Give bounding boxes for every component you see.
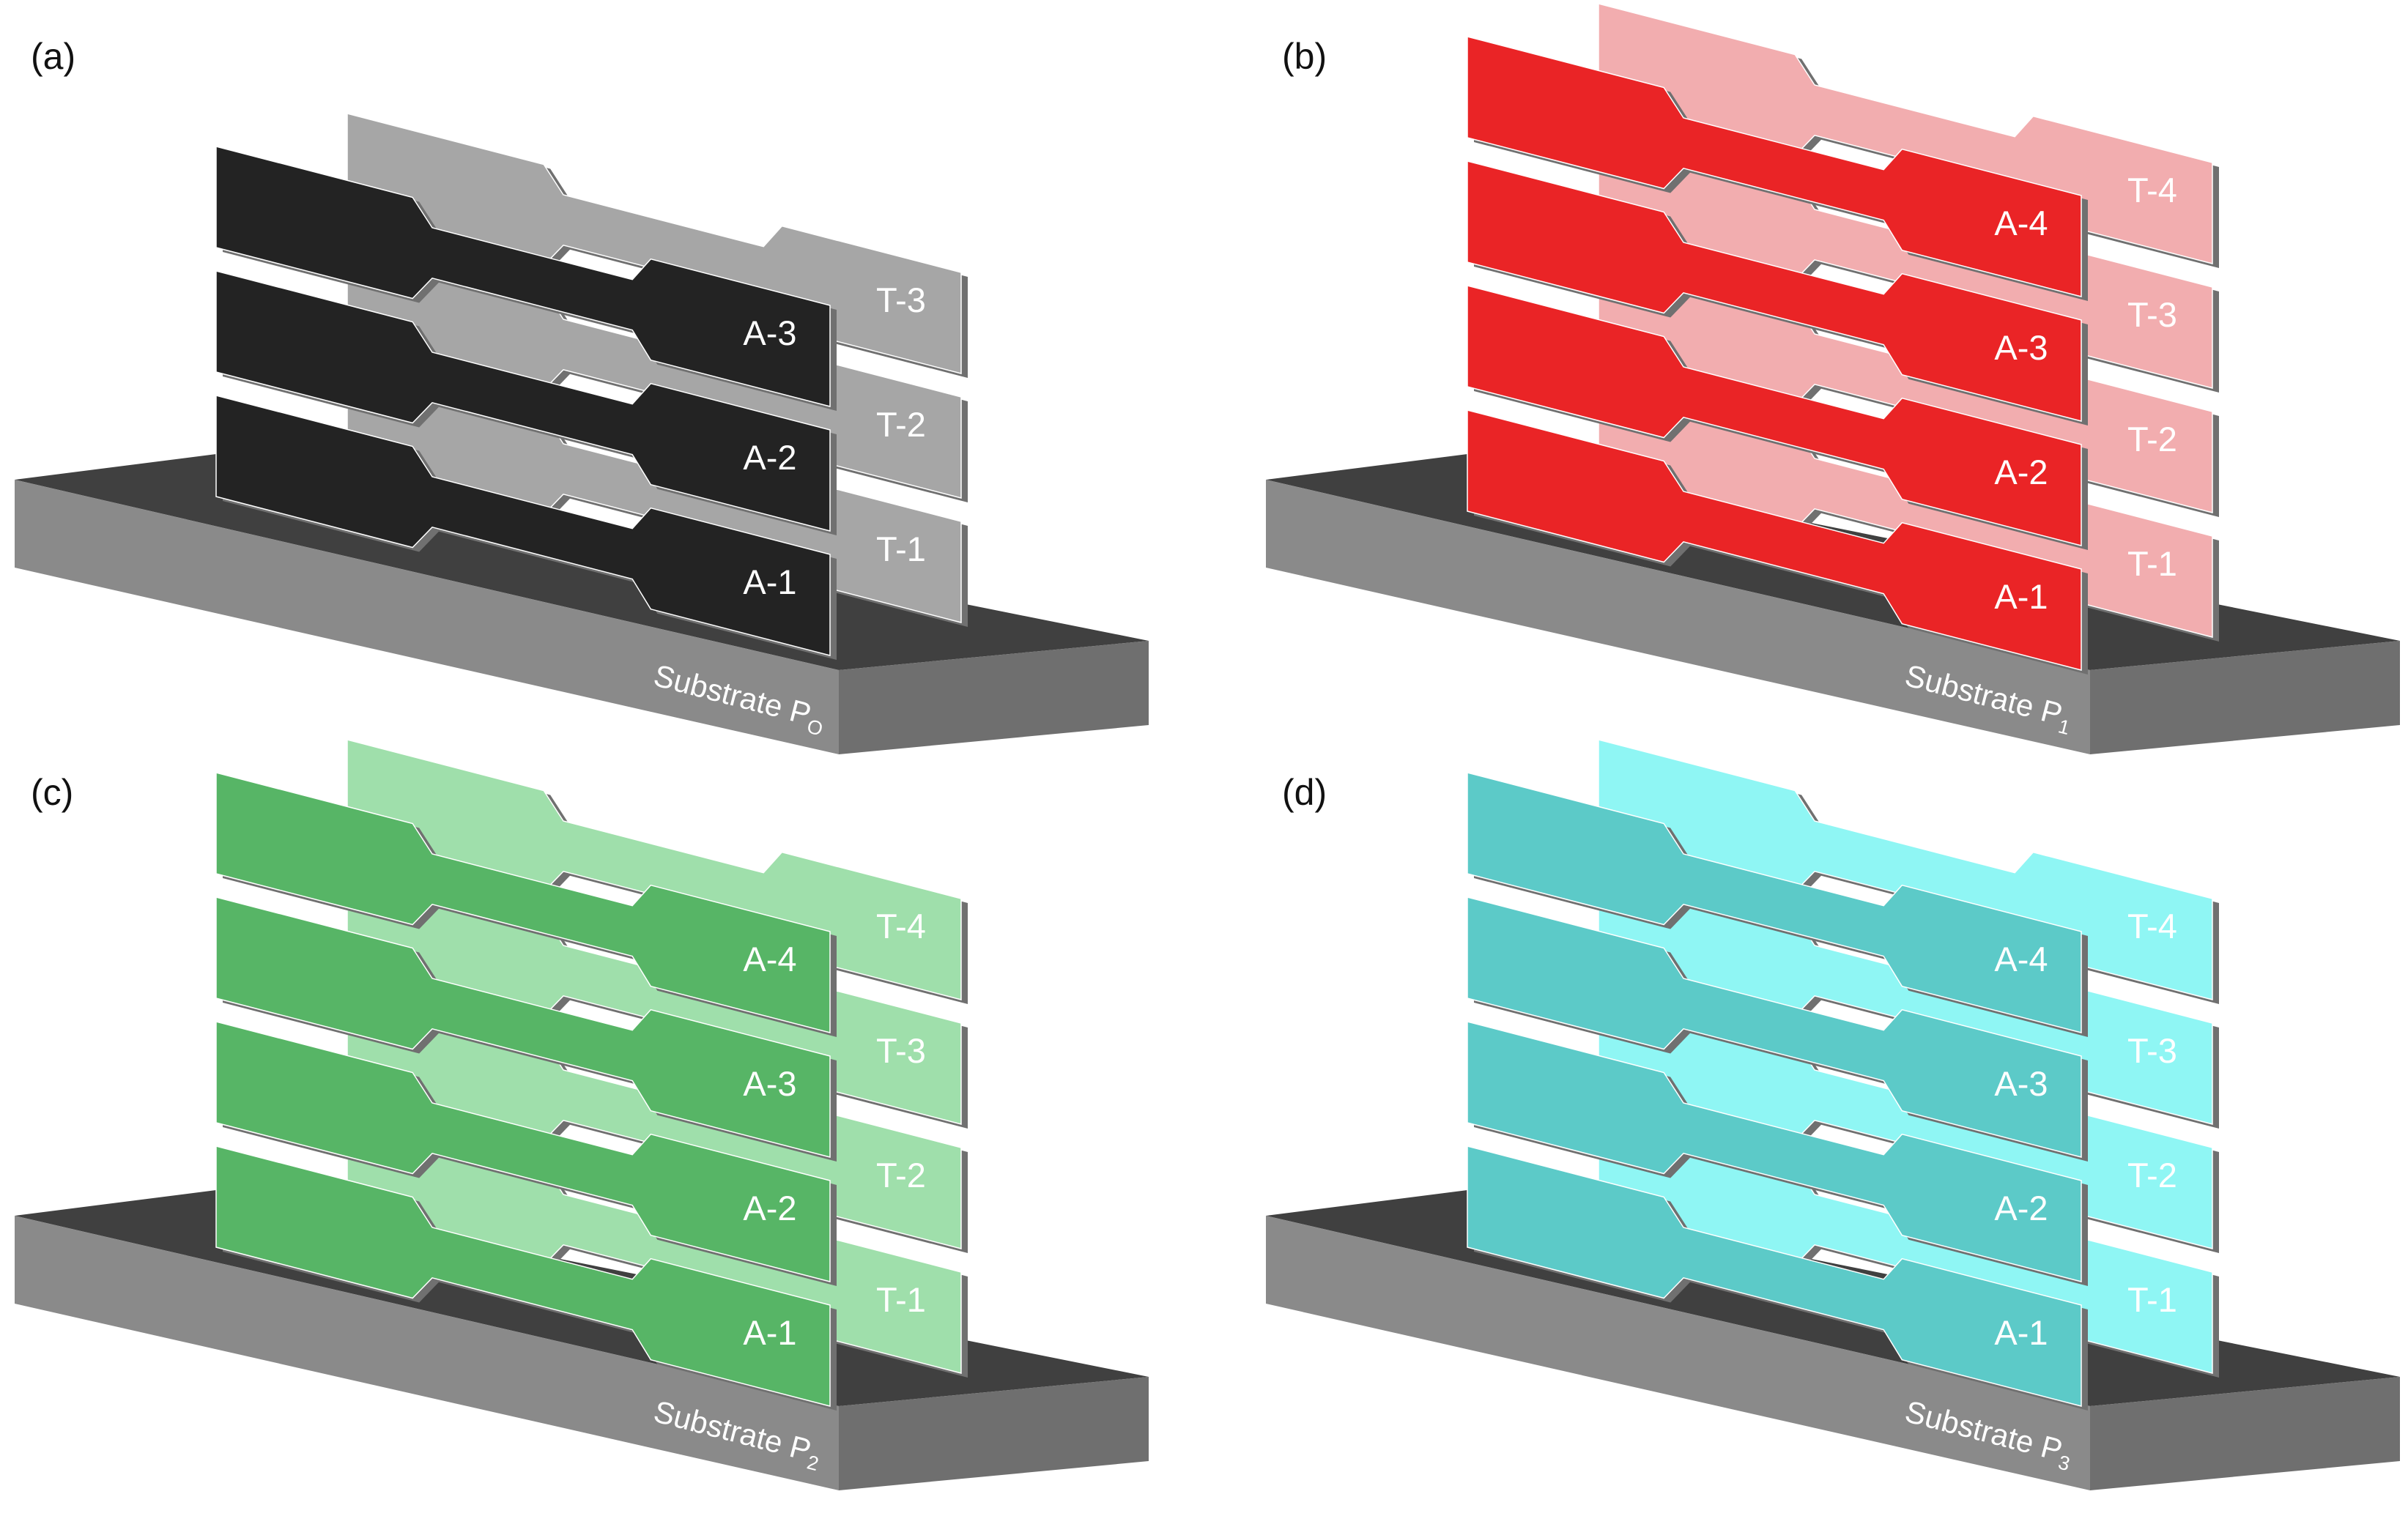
- specimen-face: [215, 896, 831, 1158]
- panels-root: (a)Substrate POT-3T-2T-1A-3A-2A-1(b)Subs…: [15, 3, 2400, 1490]
- specimen-label: A-2: [1994, 453, 2048, 491]
- substrate-front-face: [1266, 480, 2090, 754]
- specimen-label: T-2: [2127, 420, 2177, 458]
- substrate-side-face: [839, 641, 1149, 754]
- panel-3: (c)Substrate P2T-4T-3T-2T-1A-4A-3A-2A-1: [15, 739, 1149, 1490]
- front-specimens: A-4A-3A-2A-1: [215, 772, 837, 1411]
- specimen-label: T-3: [2127, 295, 2177, 334]
- specimen-label: T-1: [876, 1280, 926, 1319]
- front-specimens: A-3A-2A-1: [215, 146, 837, 660]
- specimen-face: [1467, 36, 2082, 297]
- specimen-face: [1467, 160, 2082, 422]
- specimen-label: T-3: [876, 1031, 926, 1070]
- specimen-face: [1467, 772, 2082, 1033]
- specimen-face: [1467, 1021, 2082, 1282]
- specimen-face: [1467, 285, 2082, 546]
- specimen-A-1: A-1: [215, 395, 837, 660]
- specimen-face: [1467, 1145, 2082, 1407]
- specimen-A-4: A-4: [1467, 36, 2088, 301]
- specimen-label: A-3: [743, 1064, 796, 1103]
- specimen-A-1: A-1: [1467, 1145, 2088, 1411]
- specimen-face: [215, 395, 831, 656]
- specimen-face: [215, 270, 831, 532]
- specimen-A-2: A-2: [1467, 285, 2088, 550]
- specimen-label: A-1: [743, 1313, 796, 1352]
- specimen-label: T-4: [2127, 907, 2177, 945]
- panel-1: (a)Substrate POT-3T-2T-1A-3A-2A-1: [15, 36, 1149, 754]
- specimen-A-1: A-1: [1467, 409, 2088, 675]
- substrate-side-face: [2090, 1377, 2400, 1490]
- front-specimens: A-4A-3A-2A-1: [1467, 772, 2088, 1411]
- specimen-label: T-3: [2127, 1031, 2177, 1070]
- substrate-front-face: [1266, 1216, 2090, 1490]
- specimen-label: T-2: [876, 405, 926, 444]
- specimen-label: T-1: [2127, 1280, 2177, 1319]
- specimen-label: A-1: [1994, 1313, 2048, 1352]
- specimen-face: [1467, 896, 2082, 1158]
- panel-2: (b)Substrate P1T-4T-3T-2T-1A-4A-3A-2A-1: [1266, 3, 2400, 754]
- specimen-label: T-4: [876, 907, 926, 945]
- specimen-label: A-4: [743, 940, 796, 978]
- panel-label: (d): [1282, 772, 1327, 813]
- specimen-face: [215, 1021, 831, 1282]
- specimen-label: A-3: [743, 313, 796, 352]
- specimen-label: T-1: [2127, 544, 2177, 583]
- specimen-face: [1467, 409, 2082, 671]
- specimen-A-2: A-2: [1467, 1021, 2088, 1286]
- specimen-A-4: A-4: [1467, 772, 2088, 1037]
- specimen-label: A-4: [1994, 204, 2048, 242]
- specimen-label: A-3: [1994, 1064, 2048, 1103]
- specimen-label: A-4: [1994, 940, 2048, 978]
- substrate-subscript: 3: [2056, 1451, 2072, 1475]
- substrate-front-face: [15, 1216, 839, 1490]
- specimen-label: A-2: [743, 438, 796, 477]
- substrate-side-face: [839, 1377, 1149, 1490]
- panel-label: (c): [31, 772, 73, 813]
- panel-4: (d)Substrate P3T-4T-3T-2T-1A-4A-3A-2A-1: [1266, 739, 2400, 1490]
- specimen-face: [215, 772, 831, 1033]
- specimen-A-3: A-3: [215, 146, 837, 411]
- specimen-label: T-2: [876, 1156, 926, 1194]
- substrate-subscript: 1: [2056, 715, 2072, 739]
- substrate-front-face: [15, 480, 839, 754]
- specimen-label: A-1: [743, 562, 796, 601]
- specimen-label: A-2: [743, 1189, 796, 1227]
- specimen-face: [215, 1145, 831, 1407]
- substrate-side-face: [2090, 641, 2400, 754]
- specimen-A-2: A-2: [215, 1021, 837, 1286]
- front-specimens: A-4A-3A-2A-1: [1467, 36, 2088, 675]
- panel-label: (b): [1282, 36, 1327, 77]
- specimen-A-3: A-3: [1467, 896, 2088, 1162]
- panel-label: (a): [31, 36, 75, 77]
- specimen-A-4: A-4: [215, 772, 837, 1037]
- specimen-A-2: A-2: [215, 270, 837, 535]
- specimen-A-1: A-1: [215, 1145, 837, 1411]
- substrate-subscript: 2: [804, 1451, 820, 1475]
- specimen-label: T-4: [2127, 171, 2177, 209]
- specimen-label: T-3: [876, 280, 926, 319]
- specimen-A-3: A-3: [1467, 160, 2088, 426]
- specimen-label: A-1: [1994, 577, 2048, 616]
- specimen-label: T-1: [876, 530, 926, 568]
- specimen-label: A-3: [1994, 328, 2048, 367]
- specimen-label: T-2: [2127, 1156, 2177, 1194]
- specimen-A-3: A-3: [215, 896, 837, 1162]
- specimen-label: A-2: [1994, 1189, 2048, 1227]
- specimen-face: [215, 146, 831, 407]
